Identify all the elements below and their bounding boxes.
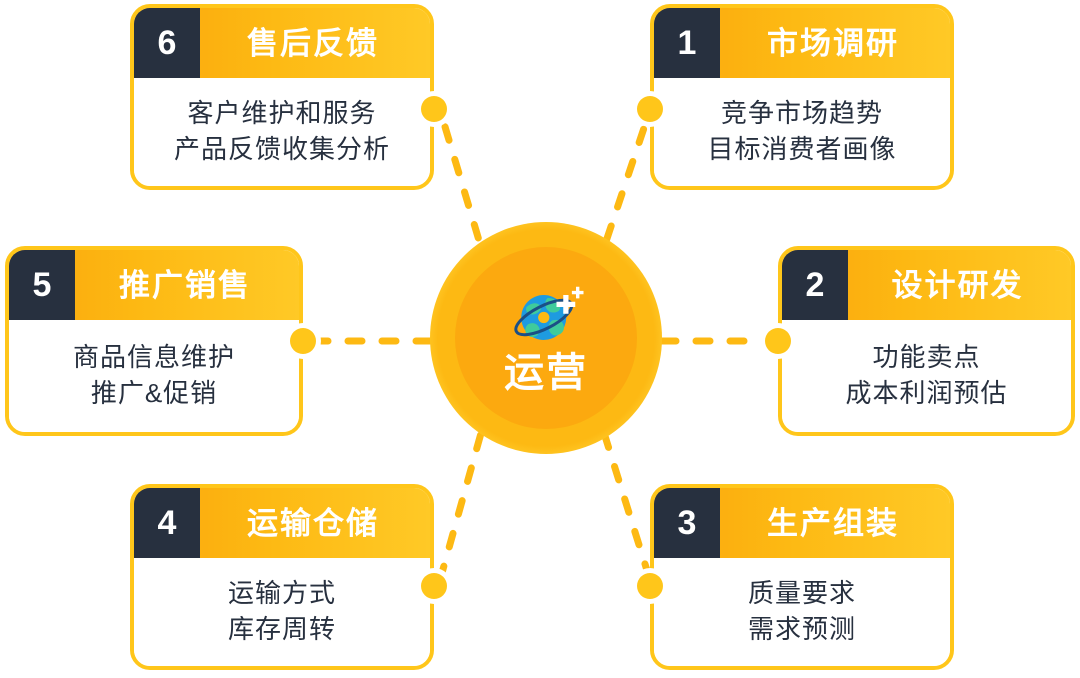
step-card-4-header: 4 运输仓储	[134, 488, 430, 558]
step-card-1-line-2: 目标消费者画像	[707, 134, 897, 164]
step-card-2-line-1: 功能卖点	[872, 342, 981, 373]
step-card-3-number: 3	[654, 488, 720, 558]
step-card-3[interactable]: 3 生产组装 质量要求 需求预测	[650, 484, 954, 670]
step-card-4-number: 4	[134, 488, 200, 558]
step-card-5-number: 5	[9, 250, 75, 320]
connector-dot-step-6	[421, 96, 447, 122]
connector-dot-step-1	[637, 96, 663, 122]
step-card-5[interactable]: 5 推广销售 商品信息维护 推广&促销	[5, 246, 303, 436]
step-card-4-line-2: 库存周转	[227, 614, 336, 644]
globe-orbit-icon	[514, 286, 584, 340]
step-card-2-line-2: 成本利润预估	[845, 378, 1008, 408]
step-card-2-number: 2	[782, 250, 848, 320]
step-card-1-line-1: 竞争市场趋势	[720, 98, 883, 129]
step-card-4-title: 运输仓储	[247, 505, 379, 541]
step-card-5-line-1: 商品信息维护	[72, 342, 235, 373]
step-card-6-number: 6	[134, 8, 200, 78]
step-card-1[interactable]: 1 市场调研 竞争市场趋势 目标消费者画像	[650, 4, 954, 190]
step-card-6-line-1: 客户维护和服务	[187, 98, 377, 129]
central-hub[interactable]: 运营	[430, 222, 662, 454]
step-card-2-body: 功能卖点 成本利润预估	[782, 320, 1071, 432]
connector-dot-step-5	[290, 328, 316, 354]
step-card-6-line-2: 产品反馈收集分析	[173, 134, 390, 164]
step-card-1-header: 1 市场调研	[654, 8, 950, 78]
connector-dot-step-4	[421, 573, 447, 599]
step-card-3-title: 生产组装	[767, 505, 899, 541]
step-card-3-header: 3 生产组装	[654, 488, 950, 558]
step-card-6-body: 客户维护和服务 产品反馈收集分析	[134, 78, 430, 186]
step-card-6-header: 6 售后反馈	[134, 8, 430, 78]
step-card-5-line-2: 推广&促销	[90, 378, 218, 408]
step-card-5-header: 5 推广销售	[9, 250, 299, 320]
step-card-3-line-1: 质量要求	[747, 578, 856, 609]
step-card-5-body: 商品信息维护 推广&促销	[9, 320, 299, 432]
step-card-2-header: 2 设计研发	[782, 250, 1071, 320]
step-card-4-body: 运输方式 库存周转	[134, 558, 430, 666]
step-card-4[interactable]: 4 运输仓储 运输方式 库存周转	[130, 484, 434, 670]
step-card-2[interactable]: 2 设计研发 功能卖点 成本利润预估	[778, 246, 1075, 436]
hub-label: 运营	[504, 351, 588, 395]
step-card-3-line-2: 需求预测	[747, 614, 856, 644]
step-card-6[interactable]: 6 售后反馈 客户维护和服务 产品反馈收集分析	[130, 4, 434, 190]
hub-core: 运营	[455, 247, 637, 429]
step-card-1-title: 市场调研	[767, 25, 899, 61]
step-card-3-body: 质量要求 需求预测	[654, 558, 950, 666]
step-card-1-body: 竞争市场趋势 目标消费者画像	[654, 78, 950, 186]
connector-dot-step-3	[637, 573, 663, 599]
connector-dot-step-2	[765, 328, 791, 354]
step-card-6-title: 售后反馈	[247, 25, 379, 61]
step-card-5-title: 推广销售	[119, 267, 251, 303]
step-card-1-number: 1	[654, 8, 720, 78]
step-card-4-line-1: 运输方式	[227, 578, 336, 609]
step-card-2-title: 设计研发	[891, 267, 1024, 303]
